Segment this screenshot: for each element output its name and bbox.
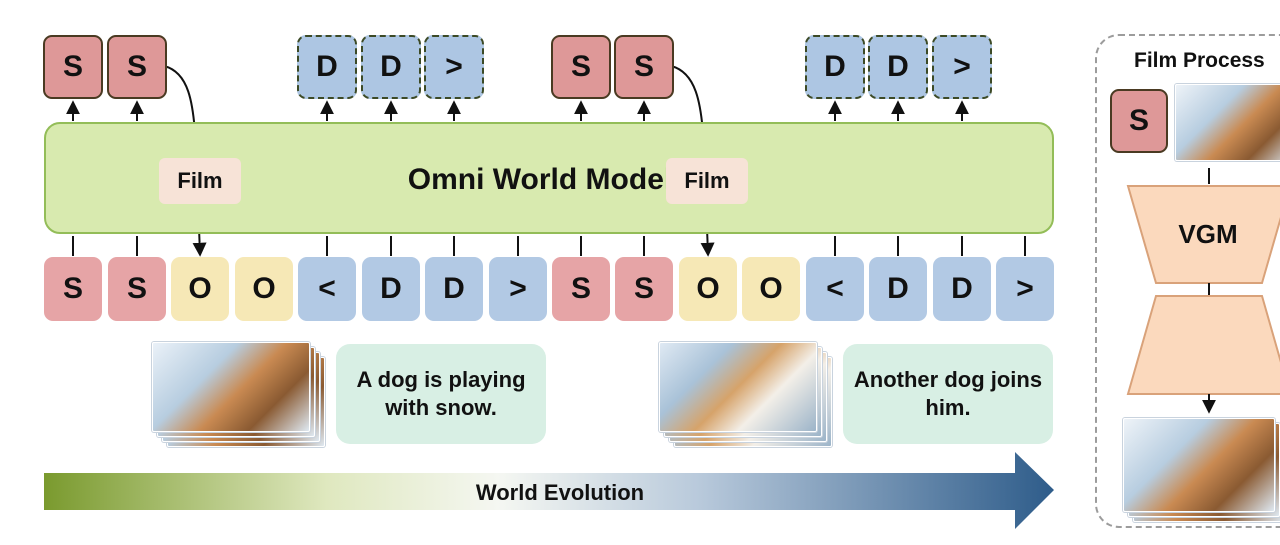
input-token-observation: O	[171, 257, 229, 321]
film-process-title: Film Process	[1134, 49, 1265, 72]
video-frame-dog-snow	[152, 342, 310, 432]
output-token-dynamics-end: >	[932, 35, 992, 99]
input-token-observation: O	[235, 257, 293, 321]
output-token-state: S	[551, 35, 611, 99]
input-token-dynamics: D	[362, 257, 420, 321]
output-token-state: S	[43, 35, 103, 99]
model-to-output-arrows	[66, 100, 969, 121]
film-process-panel	[1095, 34, 1280, 528]
input-token-state: S	[615, 257, 673, 321]
caption-box: Another dog joins him.	[843, 344, 1053, 444]
input-token-dynamics: D	[425, 257, 483, 321]
input-token-observation: O	[742, 257, 800, 321]
input-token-observation: O	[679, 257, 737, 321]
input-token-dynamics: D	[933, 257, 991, 321]
input-token-state: S	[552, 257, 610, 321]
panel-state-token: S	[1110, 89, 1168, 153]
input-to-model-lines	[72, 236, 1026, 256]
input-token-dynamics-start: <	[298, 257, 356, 321]
film-tag: Film	[159, 158, 241, 204]
input-token-state: S	[108, 257, 166, 321]
panel-frame-image	[1175, 84, 1280, 161]
world-evolution-arrow	[44, 452, 1054, 529]
output-token-state: S	[614, 35, 674, 99]
input-token-dynamics-start: <	[806, 257, 864, 321]
world-evolution-label: World Evolution	[475, 480, 645, 505]
input-token-dynamics-end: >	[996, 257, 1054, 321]
video-frame-two-dogs	[659, 342, 817, 432]
input-token-state: S	[44, 257, 102, 321]
output-token-state: S	[107, 35, 167, 99]
output-token-dynamics: D	[361, 35, 421, 99]
output-token-dynamics: D	[805, 35, 865, 99]
output-token-dynamics: D	[868, 35, 928, 99]
film-tag: Film	[666, 158, 748, 204]
model-title: Omni World Model	[407, 163, 673, 196]
input-token-dynamics: D	[869, 257, 927, 321]
vgm-decoder-shape	[1126, 295, 1280, 395]
vgm-encoder-shape	[1126, 185, 1280, 284]
output-token-dynamics: D	[297, 35, 357, 99]
caption-box: A dog is playing with snow.	[336, 344, 546, 444]
vgm-label: VGM	[1178, 218, 1238, 249]
input-token-dynamics-end: >	[489, 257, 547, 321]
output-token-dynamics-end: >	[424, 35, 484, 99]
panel-output-frame	[1123, 418, 1275, 512]
